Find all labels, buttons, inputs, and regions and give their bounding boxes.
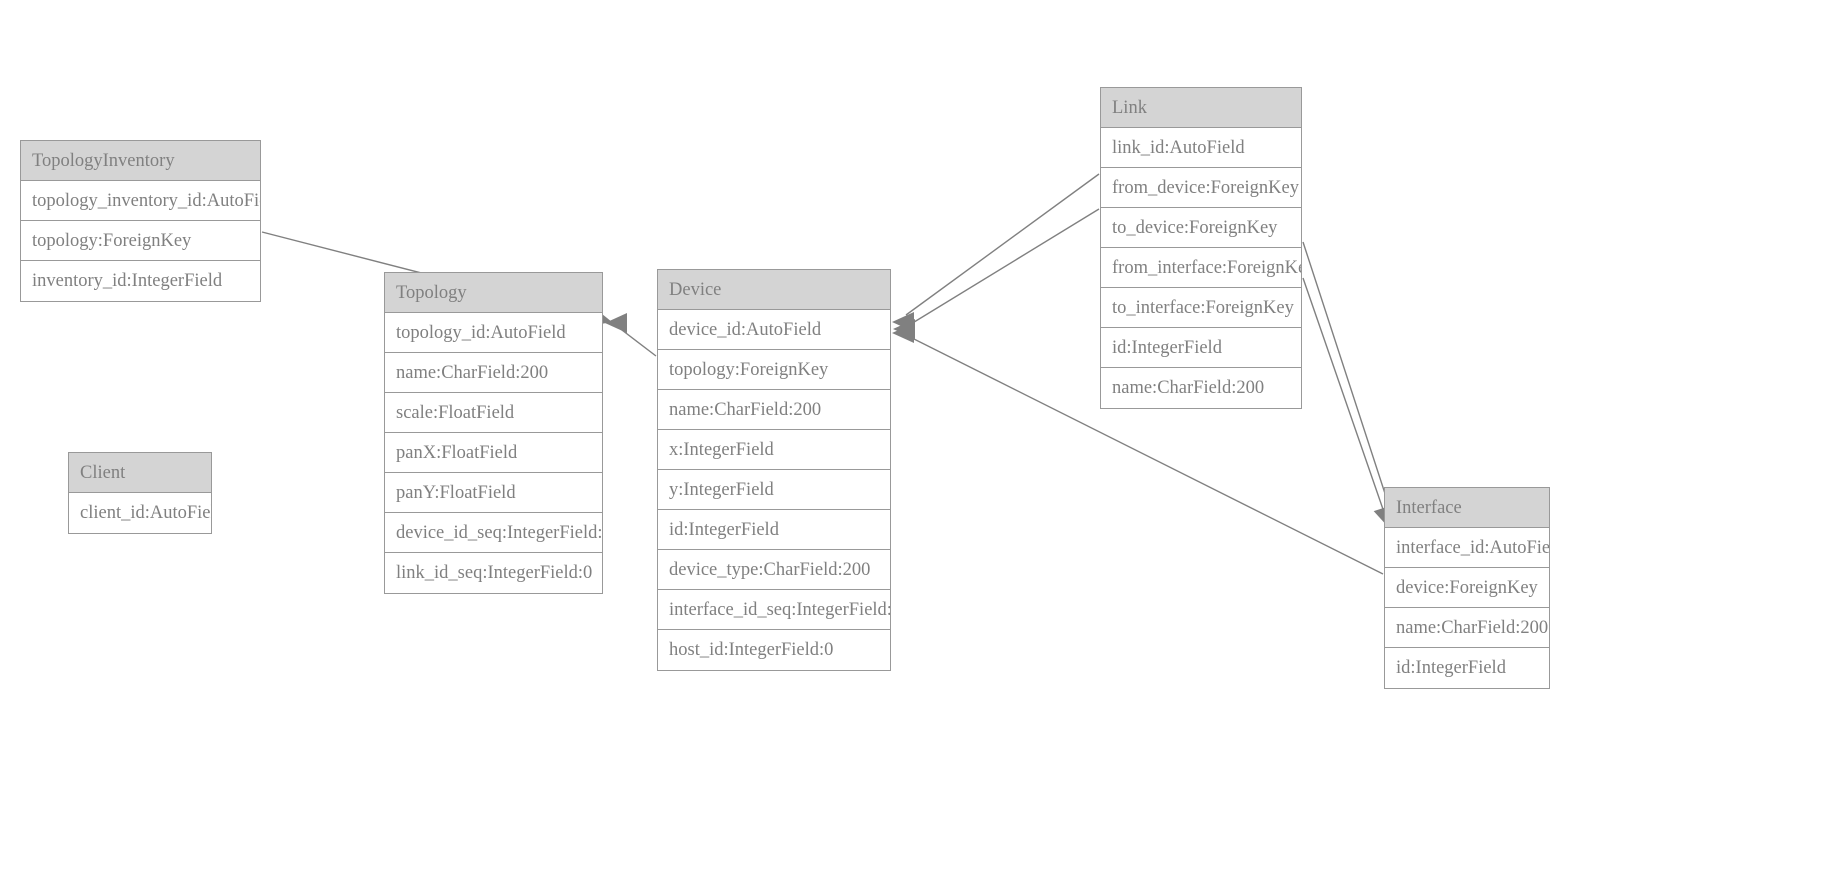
relationship-arrowhead-icon xyxy=(605,313,627,333)
entity-field-row: name:CharField:200 xyxy=(658,390,890,430)
entity-field-row: y:IntegerField xyxy=(658,470,890,510)
relationship-arrowhead-icon xyxy=(893,319,915,339)
entity-field-row: interface_id_seq:IntegerField:0 xyxy=(658,590,890,630)
entity-field-row: link_id_seq:IntegerField:0 xyxy=(396,563,593,583)
entity-field-row: device_id:AutoField xyxy=(658,310,890,350)
entity-field-row: id:IntegerField xyxy=(658,510,890,550)
entity-title-topology: Topology xyxy=(385,273,602,313)
relationship-link-from-device xyxy=(892,173,1100,332)
relationship-device-topology xyxy=(605,313,657,357)
entity-field-row: topology:ForeignKey xyxy=(658,350,890,390)
entity-field-row: panX:FloatField xyxy=(385,433,602,473)
entity-field-row: name:CharField:200 xyxy=(385,353,602,393)
entity-field-row: client_id:AutoField xyxy=(80,503,211,523)
relationship-arrowhead-icon xyxy=(892,323,914,343)
entity-title-interface: Interface xyxy=(1385,488,1549,528)
entity-field-row: topology_inventory_id:AutoField xyxy=(21,181,260,221)
entity-field-row: x:IntegerField xyxy=(658,430,890,470)
entity-field-row: panY:FloatField xyxy=(385,473,602,513)
entity-field-row: device_type:CharField:200 xyxy=(658,550,890,590)
relationship-line xyxy=(905,208,1100,328)
entity-field-row: from_interface:ForeignKey xyxy=(1101,248,1301,288)
relationship-line xyxy=(617,326,657,357)
entity-title-device: Device xyxy=(658,270,890,310)
entity-field-row: device:ForeignKey xyxy=(1385,568,1549,608)
entity-field-row: device_id_seq:IntegerField:0 xyxy=(385,513,602,553)
entity-field-row: from_device:ForeignKey xyxy=(1101,168,1301,208)
entity-field-row: interface_id:AutoField xyxy=(1385,528,1549,568)
relationship-line xyxy=(1302,241,1393,516)
entity-field-row: link_id:AutoField xyxy=(1101,128,1301,168)
entity-field-row: id:IntegerField xyxy=(1101,328,1301,368)
entity-box-client[interactable]: Client client_id:AutoField xyxy=(68,452,212,534)
relationship-arrowhead-icon xyxy=(892,312,914,332)
entity-field-row: scale:FloatField xyxy=(385,393,602,433)
entity-field-row: inventory_id:IntegerField xyxy=(32,271,223,291)
entity-field-row: id:IntegerField xyxy=(1396,658,1506,678)
entity-title-topology-inventory: TopologyInventory xyxy=(21,141,260,181)
entity-field-row: name:CharField:200 xyxy=(1385,608,1549,648)
entity-field-row: name:CharField:200 xyxy=(1112,378,1265,398)
entity-field-row: to_interface:ForeignKey xyxy=(1101,288,1301,328)
relationship-line xyxy=(905,173,1100,316)
entity-field-row: topology_id:AutoField xyxy=(385,313,602,353)
relationship-link-to-device xyxy=(892,208,1100,343)
relationship-line xyxy=(1302,277,1386,516)
entity-field-row: to_device:ForeignKey xyxy=(1101,208,1301,248)
entity-title-client: Client xyxy=(69,453,211,493)
entity-title-link: Link xyxy=(1101,88,1301,128)
entity-field-row: topology:ForeignKey xyxy=(21,221,260,261)
entity-field-row: host_id:IntegerField:0 xyxy=(669,640,834,660)
